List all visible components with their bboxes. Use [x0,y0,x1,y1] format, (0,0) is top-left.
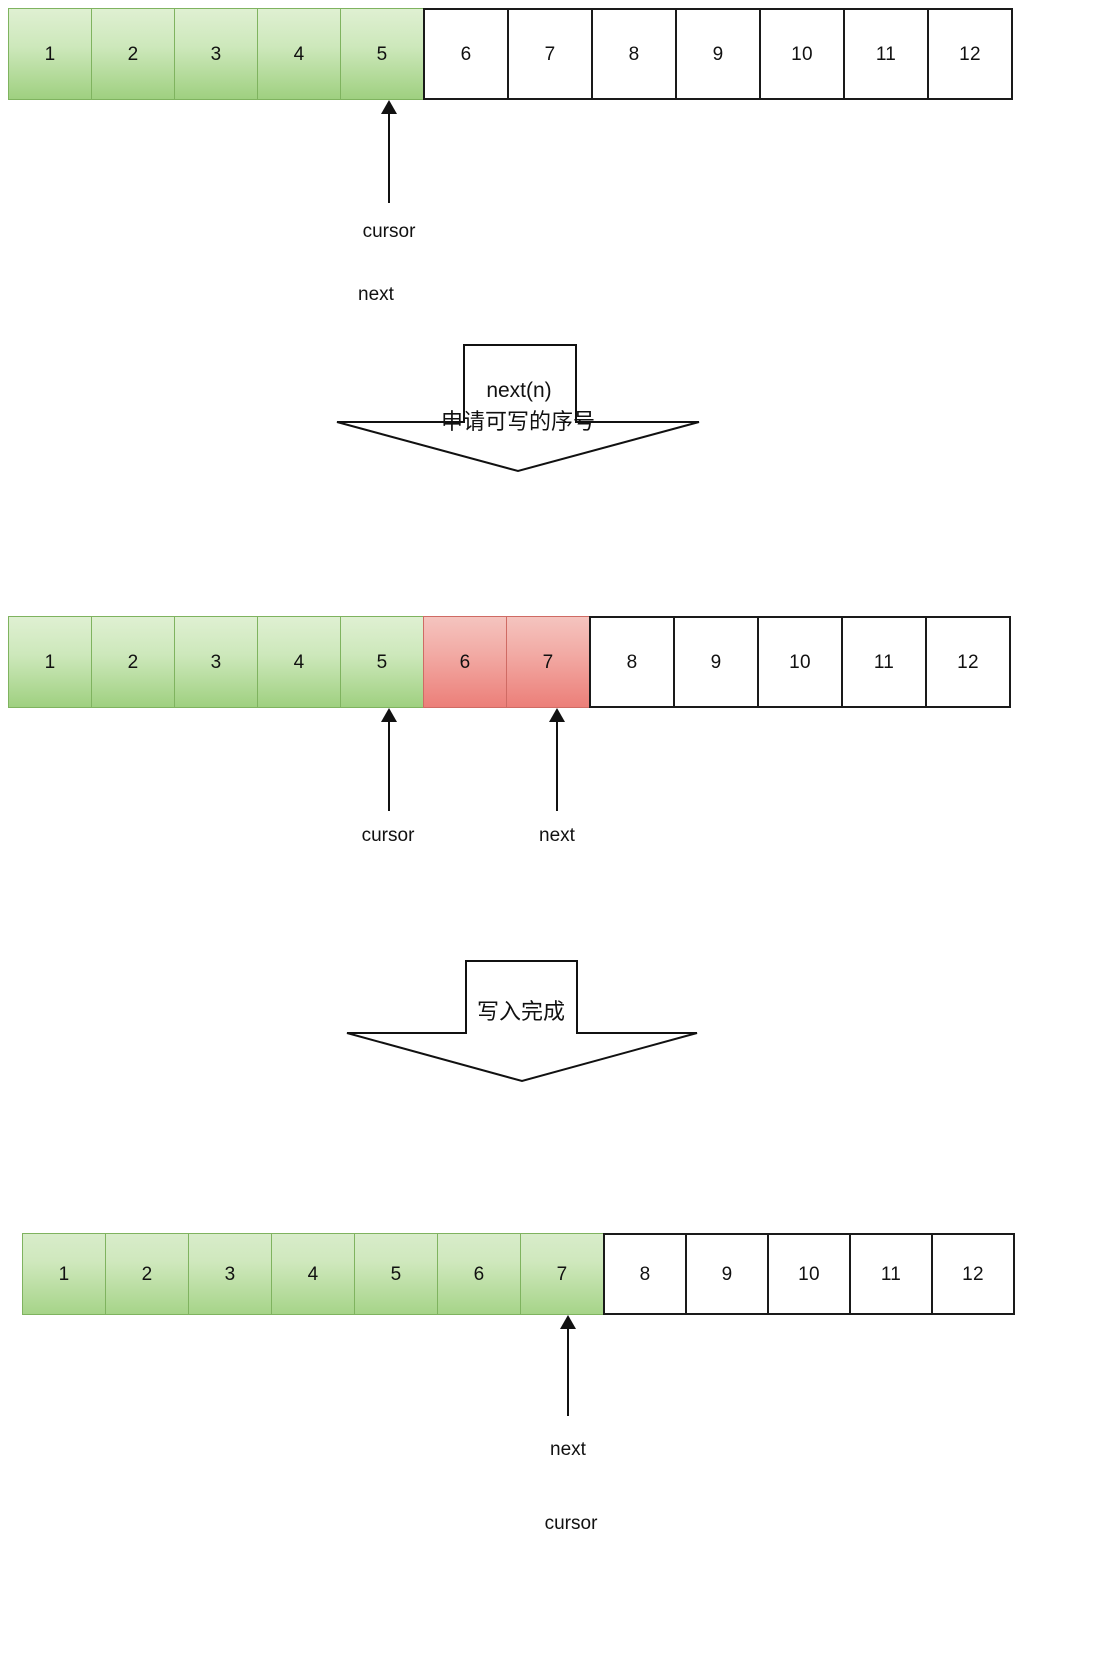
ring-cell-label: 4 [293,43,305,65]
ring-cell-label: 7 [542,651,554,673]
ring-cell-6[interactable]: 6 [423,616,507,708]
ring-cell-1[interactable]: 1 [8,8,92,100]
ring-cell-4[interactable]: 4 [257,616,341,708]
ring-cell-label: 1 [44,651,56,673]
ring-cell-7[interactable]: 7 [520,1233,604,1315]
ring-cell-1[interactable]: 1 [8,616,92,708]
ring-cell-label: 9 [721,1263,733,1285]
cursor-pointer-arrow-row2 [388,721,390,811]
ring-cell-label: 5 [376,43,388,65]
ring-cell-5[interactable]: 5 [340,8,424,100]
ring-cell-label: 10 [798,1263,820,1285]
down-arrow-icon [336,344,700,473]
ring-cell-8[interactable]: 8 [603,1233,687,1315]
transition-publish-line1: 写入完成 [476,1000,566,1025]
transition-claim-line2: 申请可写的序号 [440,410,596,435]
ring-cell-label: 6 [473,1263,485,1285]
ring-cell-8[interactable]: 8 [591,8,677,100]
ring-cell-label: 3 [224,1263,236,1285]
ring-cell-6[interactable]: 6 [423,8,509,100]
next-label-row1: next [358,284,394,305]
ring-cell-label: 7 [556,1263,568,1285]
ring-cell-label: 1 [44,43,56,65]
ring-cell-5[interactable]: 5 [354,1233,438,1315]
cursor-label-row3: cursor [544,1513,598,1534]
next-label-row2: next [539,825,575,846]
ring-cell-12[interactable]: 12 [927,8,1013,100]
cursor-label-row2: cursor [361,825,415,846]
ring-cell-12[interactable]: 12 [931,1233,1015,1315]
ring-buffer-row-claimed: 1 2 3 4 5 6 7 8 9 10 11 12 [8,616,1011,708]
next-pointer-arrow-row2 [556,721,558,811]
ring-cell-4[interactable]: 4 [271,1233,355,1315]
ring-cell-12[interactable]: 12 [925,616,1011,708]
ring-cell-10[interactable]: 10 [767,1233,851,1315]
ring-cell-8[interactable]: 8 [589,616,675,708]
ring-cell-10[interactable]: 10 [759,8,845,100]
ring-cell-label: 6 [459,651,471,673]
ring-cell-label: 8 [628,43,640,65]
ring-cell-label: 9 [710,651,722,673]
ring-cell-11[interactable]: 11 [849,1233,933,1315]
ring-cell-9[interactable]: 9 [685,1233,769,1315]
ring-cell-label: 10 [791,43,813,65]
ring-cell-label: 3 [210,43,222,65]
ring-cell-2[interactable]: 2 [105,1233,189,1315]
ring-cell-label: 5 [376,651,388,673]
ring-cell-7[interactable]: 7 [507,8,593,100]
ring-cell-4[interactable]: 4 [257,8,341,100]
ring-cell-label: 8 [626,651,638,673]
ring-cell-2[interactable]: 2 [91,8,175,100]
ring-cell-label: 7 [544,43,556,65]
transition-arrow-publish [346,960,698,1083]
ring-cell-6[interactable]: 6 [437,1233,521,1315]
down-arrow-icon [346,960,698,1083]
ring-cell-label: 2 [127,651,139,673]
ring-cell-label: 4 [307,1263,319,1285]
ring-cell-label: 3 [210,651,222,673]
ring-cell-11[interactable]: 11 [841,616,927,708]
ring-cell-3[interactable]: 3 [174,8,258,100]
ring-cell-label: 2 [127,43,139,65]
transition-claim-line1: next(n) [486,379,552,402]
ring-cell-label: 11 [873,651,895,673]
ring-cell-10[interactable]: 10 [757,616,843,708]
ring-cell-label: 1 [58,1263,70,1285]
cursor-pointer-arrow-row1 [388,113,390,203]
ring-cell-11[interactable]: 11 [843,8,929,100]
transition-arrow-claim [336,344,700,473]
ring-cell-5[interactable]: 5 [340,616,424,708]
ring-cell-label: 2 [141,1263,153,1285]
ring-cell-9[interactable]: 9 [673,616,759,708]
ring-cell-label: 9 [712,43,724,65]
ring-cell-3[interactable]: 3 [174,616,258,708]
ring-cell-label: 12 [957,651,979,673]
ring-cell-label: 11 [880,1263,902,1285]
ring-cell-1[interactable]: 1 [22,1233,106,1315]
ring-cell-2[interactable]: 2 [91,616,175,708]
ring-buffer-row-initial: 1 2 3 4 5 6 7 8 9 10 11 12 [8,8,1013,100]
ring-cell-label: 12 [959,43,981,65]
ring-cell-label: 6 [460,43,472,65]
cursor-label-row1: cursor [362,221,416,242]
ring-cell-3[interactable]: 3 [188,1233,272,1315]
ring-cell-label: 11 [875,43,897,65]
ring-cell-7[interactable]: 7 [506,616,590,708]
next-pointer-arrow-row3 [567,1328,569,1416]
ring-buffer-row-published: 1 2 3 4 5 6 7 8 9 10 11 12 [22,1233,1015,1315]
ring-cell-label: 4 [293,651,305,673]
ring-cell-label: 12 [962,1263,984,1285]
next-label-row3: next [550,1439,586,1460]
ring-cell-label: 10 [789,651,811,673]
ring-cell-label: 8 [639,1263,651,1285]
ring-cell-9[interactable]: 9 [675,8,761,100]
ring-cell-label: 5 [390,1263,402,1285]
